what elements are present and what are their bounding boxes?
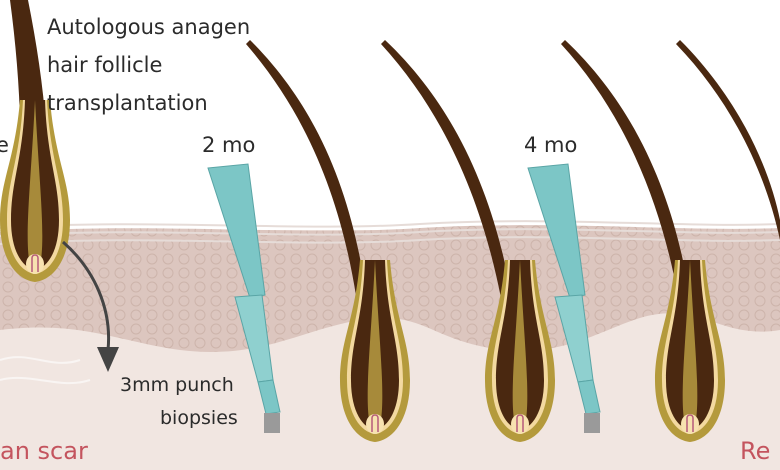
right-label: Re — [740, 437, 771, 465]
scar-label: an scar — [0, 437, 88, 465]
time-label-2mo: 2 mo — [202, 133, 256, 157]
punch-label-1: 3mm punch — [120, 374, 234, 396]
scar-tissue — [0, 356, 91, 385]
cut-label: e — [0, 133, 9, 157]
time-label-4mo: 4 mo — [524, 133, 578, 157]
title-line-1: Autologous anagen — [47, 15, 251, 39]
transplant-arrow — [62, 240, 111, 351]
punch-label-2: biopsies — [160, 407, 238, 429]
arrow-head-icon — [97, 347, 119, 372]
punch-tool-2mo — [207, 163, 281, 433]
title-line-2: hair follicle — [47, 53, 163, 77]
punch-tool-4mo — [527, 163, 601, 433]
donor-follicle — [0, 99, 71, 283]
title-line-3: transplantation — [47, 91, 208, 115]
